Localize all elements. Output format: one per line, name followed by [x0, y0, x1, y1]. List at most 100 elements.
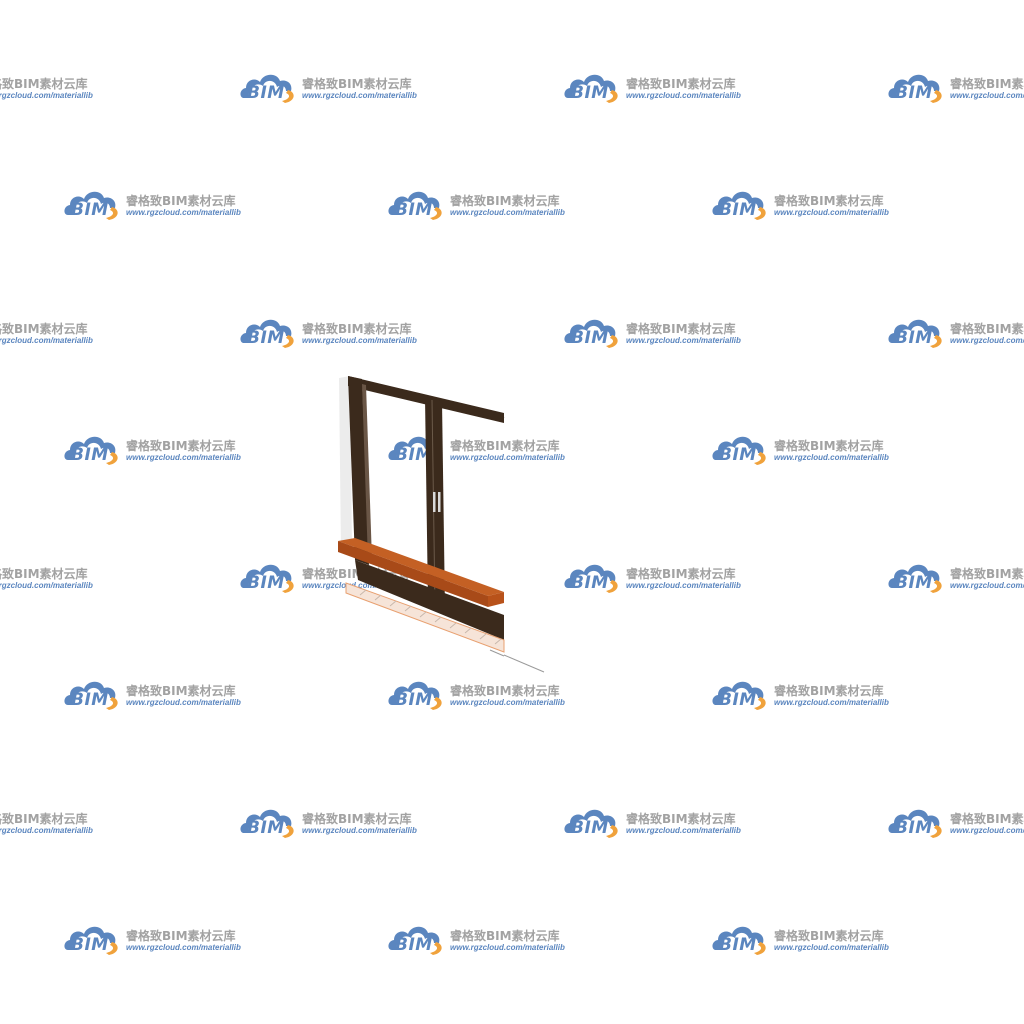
watermark-title: 睿格致BIM素材云库	[774, 194, 884, 208]
watermark-url: www.rgzcloud.com/materiallib	[774, 943, 889, 952]
watermark-title: 睿格致BIM素材云库	[0, 77, 88, 91]
watermark-title: 睿格致BIM素材云库	[126, 194, 236, 208]
watermark-title: 睿格致BIM素材云库	[450, 684, 560, 698]
watermark: BIM睿格致BIM素材云库www.rgzcloud.com/materialli…	[0, 68, 104, 108]
window-handle	[438, 492, 441, 512]
watermark-url: www.rgzcloud.com/materiallib	[950, 336, 1024, 345]
watermark-title: 睿格致BIM素材云库	[950, 812, 1024, 826]
cloud-logo-icon	[388, 191, 442, 220]
cloud-logo-icon	[888, 74, 942, 103]
cloud-logo-icon	[240, 319, 294, 348]
watermark-logo-text: BIM	[247, 328, 285, 348]
cloud-logo-icon	[64, 436, 118, 465]
cloud-logo-icon	[888, 564, 942, 593]
watermark-url: www.rgzcloud.com/materiallib	[450, 698, 565, 707]
watermark-url: www.rgzcloud.com/materiallib	[626, 826, 741, 835]
watermark-url: www.rgzcloud.com/materiallib	[774, 698, 889, 707]
window-sill-end	[488, 592, 504, 607]
watermark-url: www.rgzcloud.com/materiallib	[950, 91, 1024, 100]
watermark-url: www.rgzcloud.com/materiallib	[0, 826, 93, 835]
watermark-logo-text: BIM	[895, 818, 933, 838]
frame-left-jamb	[348, 376, 369, 565]
cloud-logo-icon	[564, 74, 618, 103]
watermark-logo-text: BIM	[719, 690, 757, 710]
watermark-url: www.rgzcloud.com/materiallib	[302, 336, 417, 345]
watermark-logo-text: BIM	[895, 328, 933, 348]
watermark: BIM睿格致BIM素材云库www.rgzcloud.com/materialli…	[886, 313, 1024, 353]
watermark-logo-text: BIM	[247, 573, 285, 593]
watermark-url: www.rgzcloud.com/materiallib	[626, 336, 741, 345]
watermark-url: www.rgzcloud.com/materiallib	[302, 826, 417, 835]
cloud-logo-icon	[388, 681, 442, 710]
sash-inner-left	[362, 384, 372, 561]
watermark-logo-text: BIM	[71, 445, 109, 465]
frame-bottom-rail	[355, 560, 504, 640]
watermark-logo-text: BIM	[719, 445, 757, 465]
watermark-title: 睿格致BIM素材云库	[774, 439, 884, 453]
watermark-title: 睿格致BIM素材云库	[774, 684, 884, 698]
base-perforations	[359, 589, 502, 645]
watermark-title: 睿格致BIM素材云库	[950, 567, 1024, 581]
watermark-logo-text: BIM	[247, 818, 285, 838]
watermark-url: www.rgzcloud.com/materiallib	[126, 698, 241, 707]
watermark-url: www.rgzcloud.com/materiallib	[450, 453, 565, 462]
window-sill-top	[338, 538, 504, 596]
watermark-logo-text: BIM	[895, 573, 933, 593]
window-handle	[433, 492, 436, 512]
watermark: BIM 睿格致BIM素材云库www.rgzcloud.com/materialli…	[886, 558, 1024, 598]
wall-edge	[339, 376, 352, 552]
watermark-title: 睿格致BIM素材云库	[0, 812, 88, 826]
cloud-logo-icon	[64, 191, 118, 220]
cloud-logo-icon	[388, 926, 442, 955]
cloud-logo-icon	[564, 319, 618, 348]
watermark-logo-text: BIM	[895, 83, 933, 103]
sash-right-edge	[441, 403, 505, 419]
cloud-logo-icon	[240, 809, 294, 838]
watermark-logo-text: BIM	[571, 328, 609, 348]
cloud-logo-icon	[712, 191, 766, 220]
cloud-logo-icon	[64, 681, 118, 710]
watermark-title: 睿格致BIM素材云库	[950, 77, 1024, 91]
cloud-logo-icon	[712, 926, 766, 955]
watermark-title: 睿格致BIM素材云库	[626, 812, 736, 826]
watermark-url: www.rgzcloud.com/materiallib	[126, 943, 241, 952]
watermark: BIM睿格致BIM素材云库www.rgzcloud.com/materialli…	[0, 803, 104, 843]
watermark-title: 睿格致BIM素材云库	[626, 322, 736, 336]
watermark: BIM睿格致BIM素材云库www.rgzcloud.com/materialli…	[0, 313, 104, 353]
base-panel	[345, 582, 505, 653]
watermark: BIM 睿格致BIM素材云库www.rgzcloud.com/materialli…	[886, 68, 1024, 108]
cloud-logo-icon	[64, 926, 118, 955]
cloud-logo-icon	[712, 681, 766, 710]
watermark-title: 睿格致BIM素材云库	[126, 439, 236, 453]
cloud-logo-icon	[888, 319, 942, 348]
watermark-url: www.rgzcloud.com/materiallib	[126, 208, 241, 217]
floor-line	[489, 649, 505, 657]
watermark-title: 睿格致BIM素材云库	[626, 77, 736, 91]
watermark-url: www.rgzcloud.com/materiallib	[774, 208, 889, 217]
watermark-title: 睿格致BIM素材云库	[302, 812, 412, 826]
watermark-url: www.rgzcloud.com/materiallib	[950, 581, 1024, 590]
watermark-title: 睿格致BIM素材云库	[450, 439, 560, 453]
watermark-logo-text: BIM	[71, 690, 109, 710]
watermark-url: www.rgzcloud.com/materiallib	[0, 91, 93, 100]
watermark-title: 睿格致BIM素材云库	[126, 929, 236, 943]
watermark-logo-text: BIM	[719, 200, 757, 220]
cloud-logo-icon	[712, 436, 766, 465]
watermark-logo-text: BIM	[395, 445, 433, 465]
